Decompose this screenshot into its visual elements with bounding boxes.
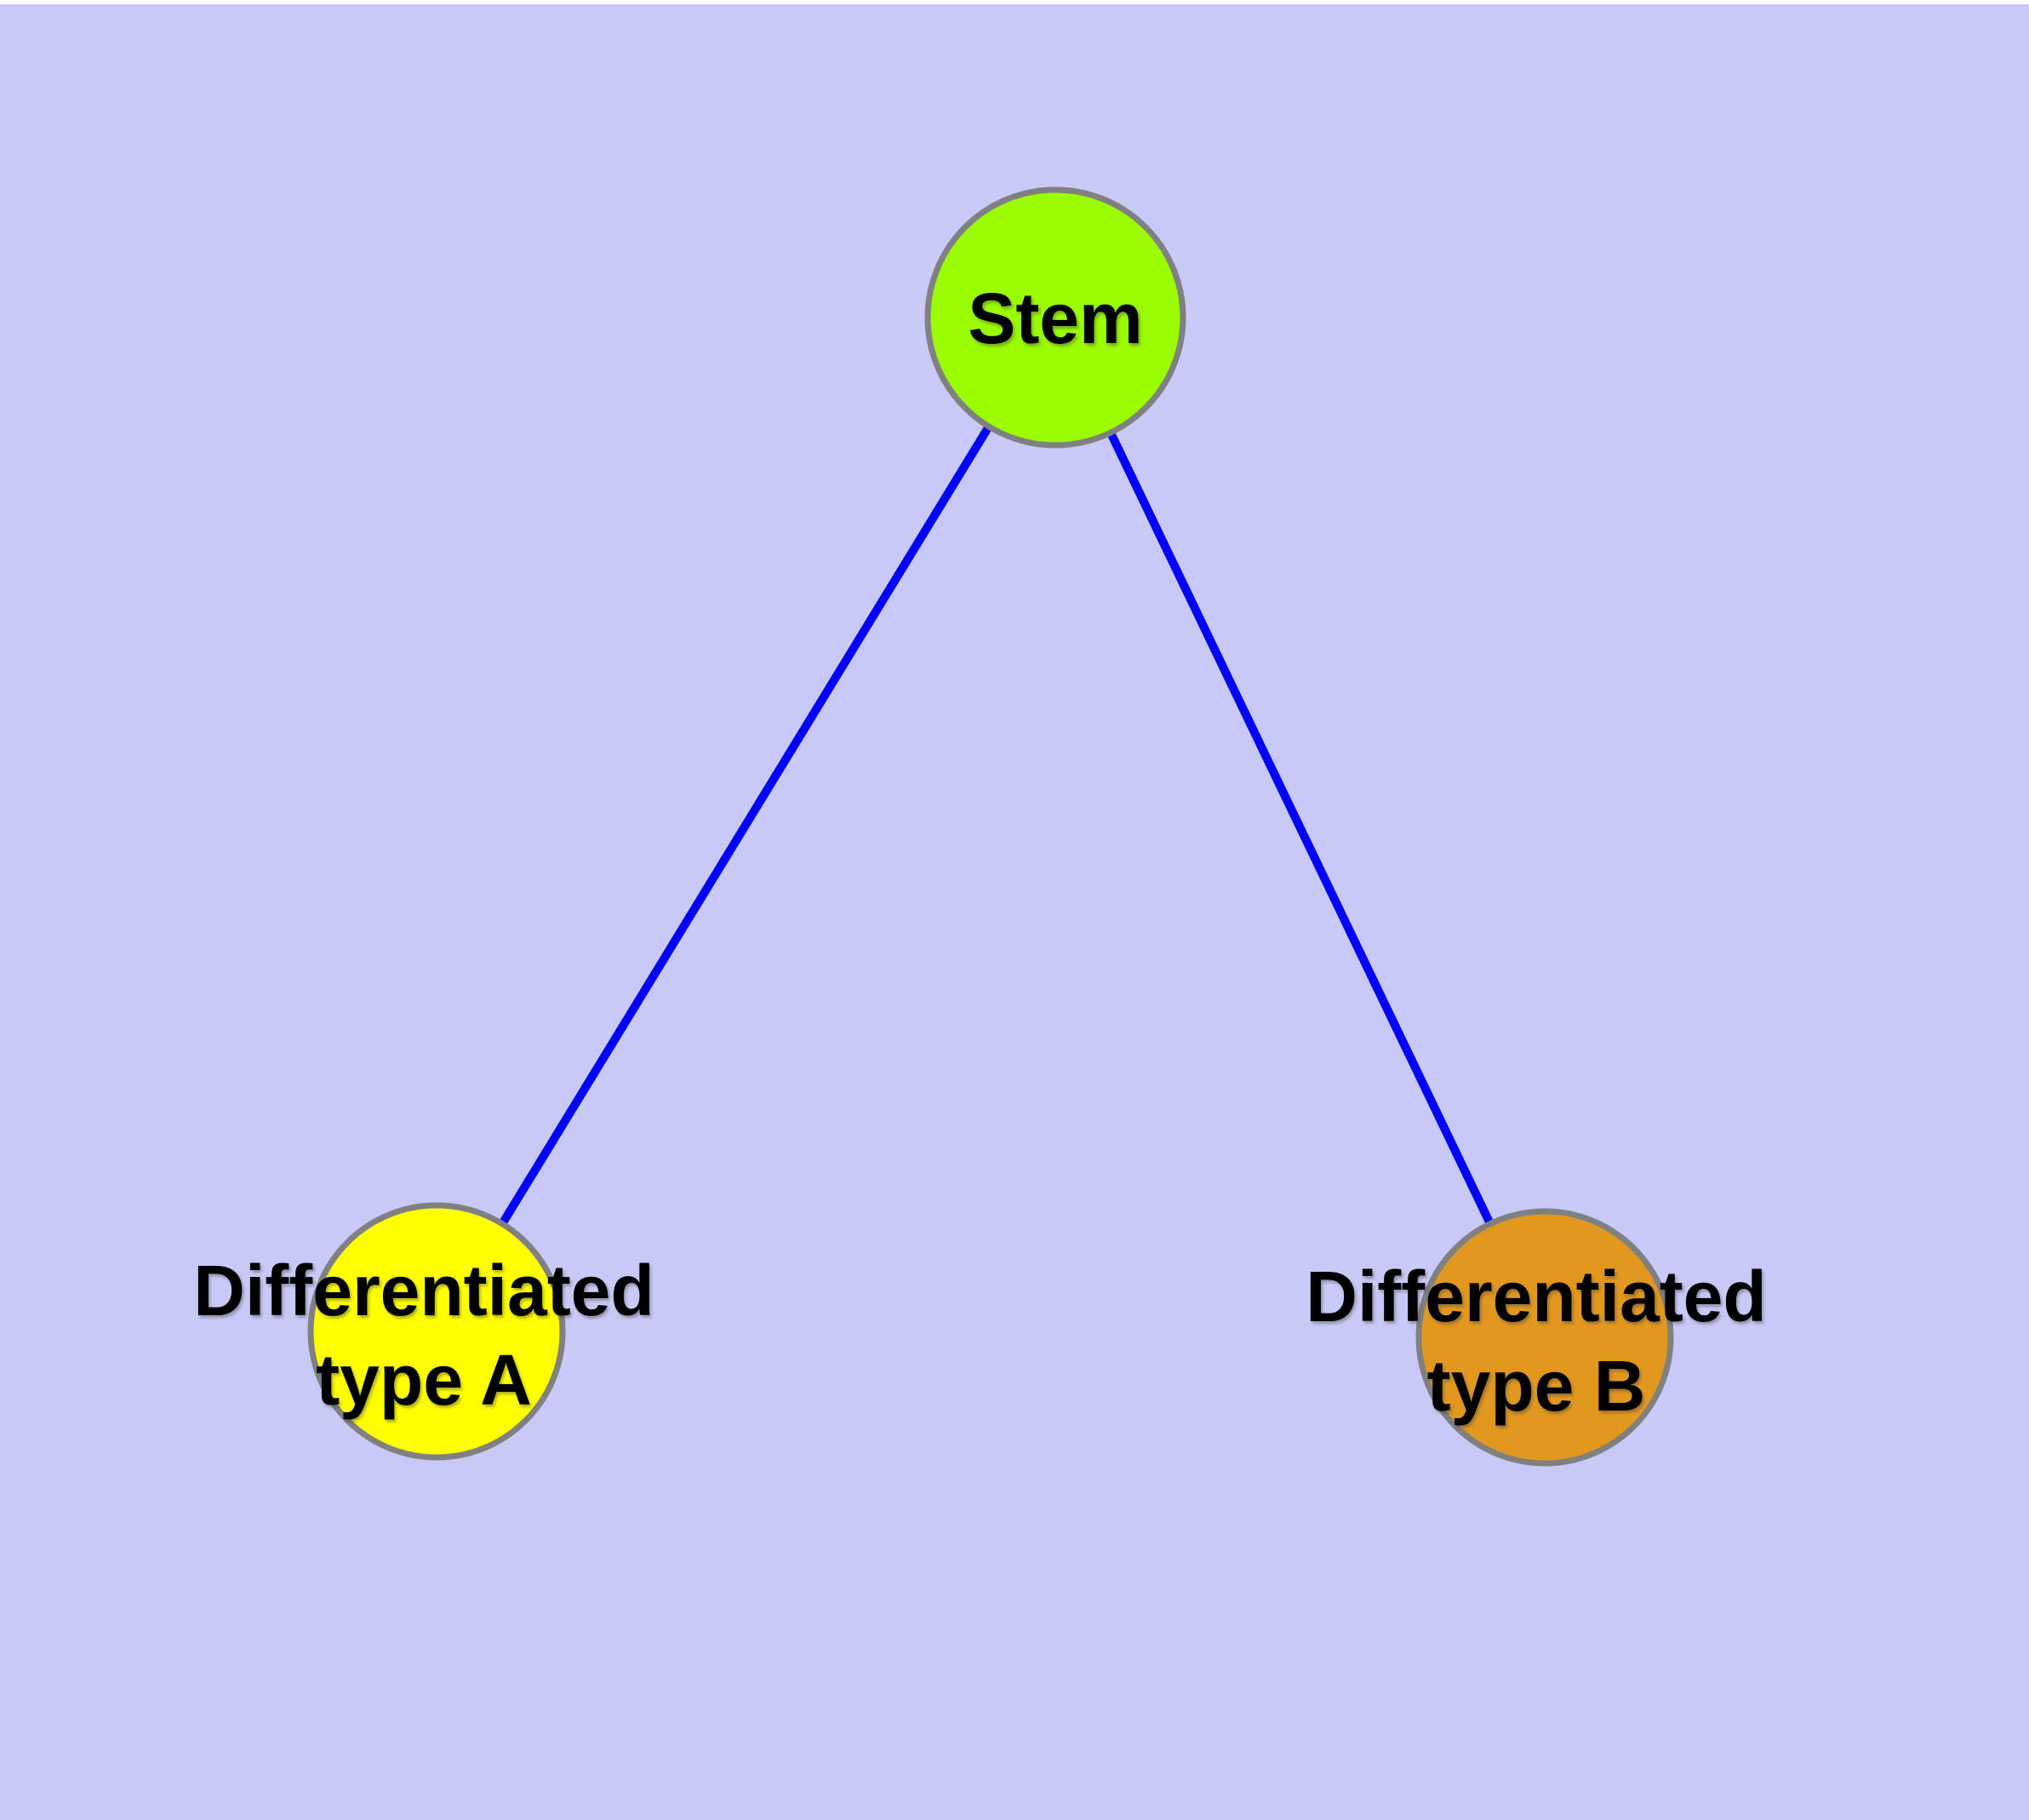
node-differentiated-type-a: Differentiated type A: [193, 1202, 654, 1461]
node-type-b-circle: [1415, 1208, 1674, 1467]
node-type-a-label-line2: type A: [316, 1340, 532, 1420]
edge-stem-to-type-b: [1051, 313, 1549, 1342]
node-type-a-circle: [307, 1202, 566, 1461]
node-type-a-label-line1: Differentiated: [193, 1251, 654, 1331]
edges: [432, 313, 1549, 1342]
node-type-b-label-line1: Differentiated: [1306, 1256, 1766, 1336]
node-type-b-label-line2: type B: [1427, 1346, 1646, 1426]
node-stem-label: Stem: [968, 278, 1142, 358]
top-margin: [0, 0, 2029, 4]
node-stem-circle: [924, 186, 1186, 449]
edge-stem-to-type-a: [432, 313, 1060, 1336]
node-differentiated-type-b: Differentiated type B: [1306, 1208, 1767, 1467]
node-stem: Stem: [924, 186, 1186, 449]
